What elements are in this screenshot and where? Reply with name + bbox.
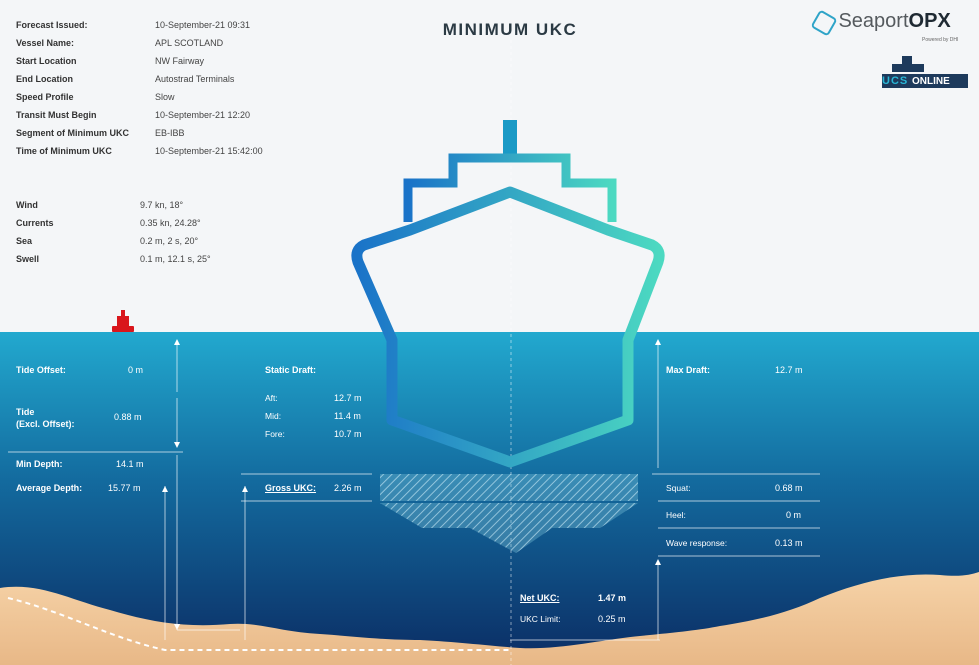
right-guides bbox=[510, 340, 820, 641]
ucs-online-badge: UCS ONLINE bbox=[880, 52, 970, 97]
forecast-label: Speed Profile bbox=[16, 92, 74, 102]
forecast-label: End Location bbox=[16, 74, 73, 84]
logo-hex-icon bbox=[810, 9, 838, 37]
wind-value: 9.7 kn, 18° bbox=[140, 200, 184, 210]
net-ukc-value: 1.47 m bbox=[598, 593, 627, 603]
currents-label: Currents bbox=[16, 218, 54, 228]
badge-online: ONLINE bbox=[912, 76, 950, 87]
draft-fore-label: Fore: bbox=[265, 429, 285, 439]
wind-label: Wind bbox=[16, 200, 38, 210]
forecast-value: 10-September-21 12:20 bbox=[155, 110, 251, 120]
draft-aft-value: 12.7 m bbox=[334, 393, 362, 403]
badge-ucs: UCS bbox=[882, 75, 909, 87]
forecast-label: Start Location bbox=[16, 56, 77, 66]
currents-value: 0.35 kn, 24.28° bbox=[140, 218, 201, 228]
squat-value: 0.68 m bbox=[775, 483, 803, 493]
min-depth-label: Min Depth: bbox=[16, 459, 63, 469]
average-depth-value: 15.77 m bbox=[108, 483, 141, 493]
buoy-icon bbox=[112, 310, 134, 332]
page-title: MINIMUM UKC bbox=[442, 20, 578, 39]
logo-subtext: Powered by DHI bbox=[922, 37, 959, 43]
ship-funnel bbox=[503, 120, 517, 158]
draft-mid-label: Mid: bbox=[265, 411, 282, 421]
tide-offset-label: Tide Offset: bbox=[16, 365, 66, 375]
ship-badge-icon bbox=[882, 56, 968, 88]
seaport-logo: SeaportOPX bbox=[810, 9, 951, 37]
wave-response-value: 0.13 m bbox=[775, 538, 803, 548]
draft-aft-label: Aft: bbox=[265, 393, 278, 403]
ukc-limit-label: UKC Limit: bbox=[520, 614, 561, 624]
draft-mid-value: 11.4 m bbox=[334, 411, 361, 421]
forecast-label: Forecast Issued: bbox=[16, 20, 88, 30]
forecast-label: Segment of Minimum UKC bbox=[16, 128, 130, 138]
forecast-value: 10-September-21 09:31 bbox=[155, 20, 251, 30]
seabed bbox=[0, 572, 979, 665]
swell-label: Swell bbox=[16, 254, 40, 264]
heel-label: Heel: bbox=[666, 510, 686, 520]
gross-ukc-band bbox=[380, 474, 638, 501]
tide-label-line2: (Excl. Offset): bbox=[16, 419, 75, 429]
sea-value: 0.2 m, 2 s, 20° bbox=[140, 236, 199, 246]
gross-ukc-value: 2.26 m bbox=[334, 483, 362, 493]
forecast-value: Slow bbox=[155, 92, 175, 102]
max-draft-value: 12.7 m bbox=[775, 365, 803, 375]
static-draft-label: Static Draft: bbox=[265, 365, 317, 375]
logo-text: Seaport bbox=[838, 10, 909, 32]
ship-hull bbox=[351, 186, 665, 468]
gross-ukc-label: Gross UKC: bbox=[265, 483, 317, 493]
left-guides bbox=[8, 340, 372, 640]
heel-value: 0 m bbox=[786, 510, 802, 520]
average-depth-label: Average Depth: bbox=[16, 483, 83, 493]
tide-value: 0.88 m bbox=[114, 412, 142, 422]
net-ukc-label: Net UKC: bbox=[520, 593, 560, 603]
forecast-label: Time of Minimum UKC bbox=[16, 146, 112, 156]
squat-label: Squat: bbox=[666, 483, 691, 493]
arrow-heads bbox=[162, 339, 661, 630]
seabed-profile-line bbox=[7, 597, 510, 651]
draft-fore-value: 10.7 m bbox=[334, 429, 362, 439]
ship-superstructure bbox=[403, 153, 617, 222]
forecast-label: Transit Must Begin bbox=[16, 110, 97, 120]
forecast-label: Vessel Name: bbox=[16, 38, 75, 48]
logo-bold: OPX bbox=[908, 10, 951, 32]
min-depth-value: 14.1 m bbox=[116, 459, 144, 469]
forecast-value: NW Fairway bbox=[155, 56, 204, 66]
swell-value: 0.1 m, 12.1 s, 25° bbox=[140, 254, 211, 264]
tide-label-line1: Tide bbox=[16, 407, 35, 417]
sea-label: Sea bbox=[16, 236, 33, 246]
forecast-value: Autostrad Terminals bbox=[155, 74, 235, 84]
wave-response-label: Wave response: bbox=[666, 538, 728, 548]
tide-offset-value: 0 m bbox=[128, 365, 144, 375]
allowance-wedge bbox=[380, 503, 638, 553]
forecast-value: 10-September-21 15:42:00 bbox=[155, 146, 263, 156]
max-draft-label: Max Draft: bbox=[666, 365, 711, 375]
forecast-value: APL SCOTLAND bbox=[155, 38, 224, 48]
ukc-limit-value: 0.25 m bbox=[598, 614, 626, 624]
forecast-value: EB-IBB bbox=[155, 128, 185, 138]
